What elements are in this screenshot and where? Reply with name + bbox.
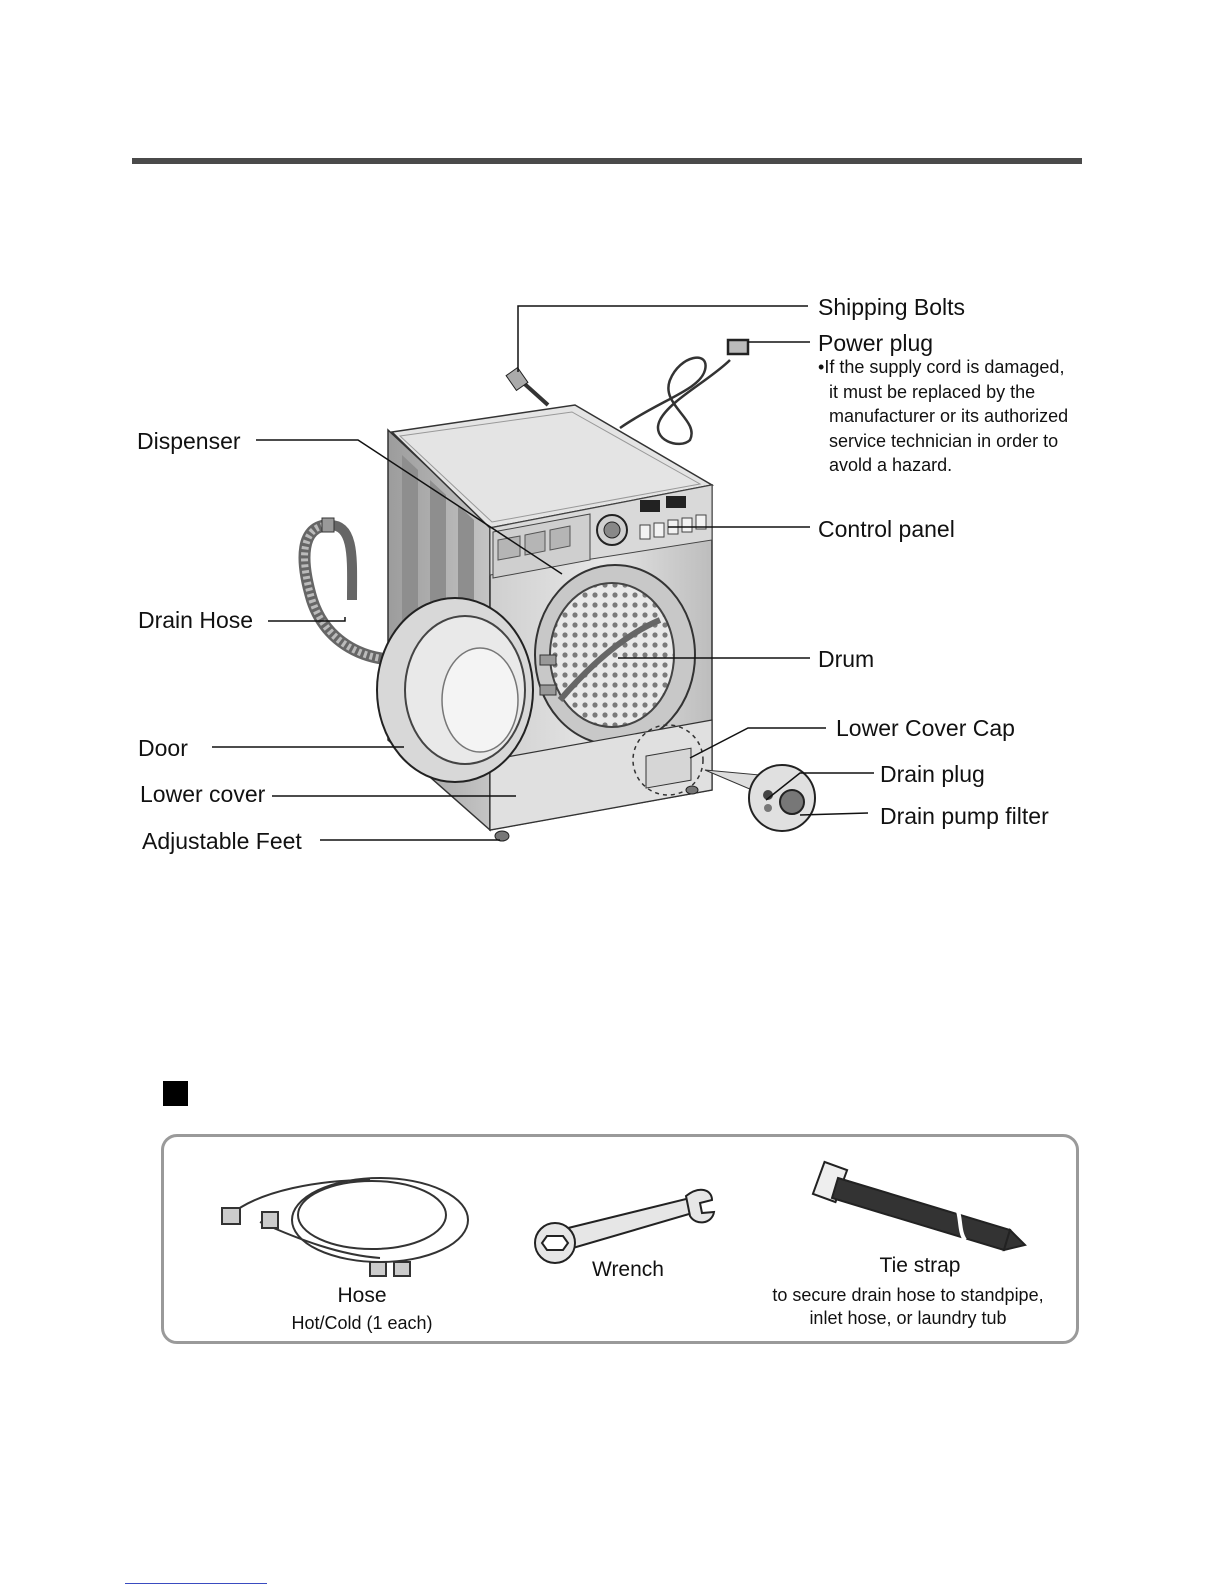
accessories-box bbox=[161, 1134, 1079, 1344]
label-door: Door bbox=[138, 735, 188, 761]
tie-strap-title: Tie strap bbox=[879, 1254, 961, 1277]
label-shipping-bolts: Shipping Bolts bbox=[818, 294, 966, 320]
label-adjustable-feet: Adjustable Feet bbox=[142, 828, 302, 854]
label-lower-cover-cap: Lower Cover Cap bbox=[836, 715, 1015, 741]
note-line-4: service technician in order to bbox=[829, 430, 1059, 451]
hose-subtitle: Hot/Cold (1 each) bbox=[291, 1313, 433, 1333]
note-line-3: manufacturer or its authorized bbox=[829, 406, 1069, 426]
label-power-plug: Power plug bbox=[818, 330, 934, 356]
note-line-2: it must be replaced by the bbox=[829, 381, 1036, 402]
machine-front bbox=[489, 484, 713, 831]
tie-strap-sub-2: inlet hose, or laundry tub bbox=[809, 1308, 1007, 1328]
machine-feet bbox=[494, 785, 699, 842]
hose-icon bbox=[221, 1177, 469, 1277]
label-drum: Drum bbox=[818, 646, 875, 672]
wrench-icon bbox=[534, 1188, 716, 1264]
label-drain-pump-filter: Drain pump filter bbox=[880, 803, 1049, 829]
tie-strap-sub-1: to secure drain hose to standpipe, bbox=[772, 1285, 1044, 1305]
label-drain-plug: Drain plug bbox=[880, 761, 985, 787]
power-plug-note: •If the supply cord is damaged, it must … bbox=[818, 355, 1078, 478]
shipping-bolt-drawing bbox=[505, 366, 550, 407]
header-rule bbox=[132, 158, 1082, 164]
note-bullet: • bbox=[818, 357, 825, 377]
label-control-panel: Control panel bbox=[818, 516, 955, 542]
door-drawing bbox=[376, 597, 534, 783]
footer-underline bbox=[125, 1583, 267, 1584]
note-line-5: avold a hazard. bbox=[829, 455, 953, 475]
label-drain-hose: Drain Hose bbox=[138, 607, 254, 633]
power-cord-drawing bbox=[619, 338, 750, 446]
section-square-marker bbox=[163, 1081, 188, 1106]
label-dispenser: Dispenser bbox=[137, 428, 241, 454]
label-lower-cover: Lower cover bbox=[140, 781, 266, 807]
tie-strap-icon bbox=[811, 1160, 1027, 1252]
drain-hose-drawing bbox=[298, 517, 401, 666]
wrench-title: Wrench bbox=[592, 1258, 664, 1281]
hose-title: Hose bbox=[337, 1284, 387, 1307]
leader-lines bbox=[212, 305, 874, 841]
note-line-1: If the supply cord is damaged, bbox=[824, 357, 1065, 377]
drain-zoom-drawing bbox=[704, 764, 816, 832]
